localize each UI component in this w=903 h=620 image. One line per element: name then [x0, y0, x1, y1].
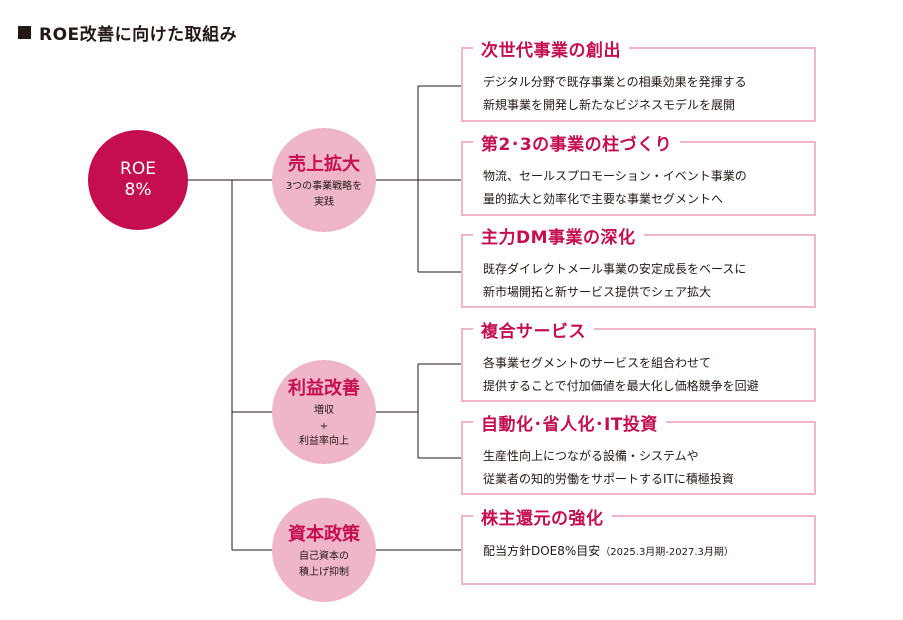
initiative-text: 各事業セグメントのサービスを組合わせて 提供することで付加価値を最大化し価格競争…	[483, 356, 759, 393]
initiative-heading: 第2･3の事業の柱づくり	[473, 130, 681, 155]
roe-value: 8%	[124, 180, 152, 200]
category-capital-policy: 資本政策 自己資本の 積上げ抑制	[272, 498, 376, 602]
initiative-box: 複合サービス 各事業セグメントのサービスを組合わせて 提供することで付加価値を最…	[461, 317, 816, 402]
initiative-box: 次世代事業の創出 デジタル分野で既存事業との相乗効果を発揮する 新規事業を開発し…	[461, 36, 816, 122]
category-subtext: 自己資本の 積上げ抑制	[299, 551, 349, 578]
initiative-heading: 自動化･省人化･IT投資	[473, 410, 666, 435]
page-title: ROE改善に向けた取組み	[18, 20, 237, 45]
category-subtext: 増収 + 利益率向上	[299, 405, 349, 448]
category-name: 利益改善	[288, 378, 360, 400]
initiative-text-note: （2025.3月期-2027.3月期）	[600, 547, 734, 558]
initiative-text: 既存ダイレクトメール事業の安定成長をベースに 新市場開拓と新サービス提供でシェア…	[483, 262, 747, 299]
square-bullet-icon	[18, 26, 31, 39]
initiative-heading: 株主還元の強化	[473, 504, 612, 529]
initiative-heading: 主力DM事業の深化	[473, 223, 644, 248]
initiative-text: 生産性向上につながる設備・システムや 従業者の知的労働をサポートするITに積極投…	[483, 449, 734, 486]
initiative-heading: 複合サービス	[473, 317, 594, 342]
category-profit-improvement: 利益改善 増収 + 利益率向上	[272, 360, 376, 464]
initiative-text: 配当方針DOE8%目安（2025.3月期-2027.3月期）	[483, 540, 808, 564]
category-sales-growth: 売上拡大 3つの事業戦略を 実践	[272, 128, 376, 232]
initiative-box: 自動化･省人化･IT投資 生産性向上につながる設備・システムや 従業者の知的労働…	[461, 410, 816, 495]
initiative-text: 物流、セールスプロモーション・イベント事業の 量的拡大と効率化で主要な事業セグメ…	[483, 169, 747, 206]
category-subtext: 3つの事業戦略を 実践	[285, 181, 363, 208]
roe-label: ROE	[120, 158, 156, 179]
initiative-box: 主力DM事業の深化 既存ダイレクトメール事業の安定成長をベースに 新市場開拓と新…	[461, 223, 816, 308]
roe-circle: ROE 8%	[88, 130, 188, 230]
initiative-text-main: 配当方針DOE8%目安	[483, 544, 601, 558]
category-name: 資本政策	[288, 524, 360, 545]
initiative-text: デジタル分野で既存事業との相乗効果を発揮する 新規事業を開発し新たなビジネスモデ…	[483, 75, 747, 112]
initiative-heading: 次世代事業の創出	[473, 36, 629, 61]
category-name: 売上拡大	[288, 154, 360, 175]
initiative-box: 第2･3の事業の柱づくり 物流、セールスプロモーション・イベント事業の 量的拡大…	[461, 130, 816, 216]
initiative-box: 株主還元の強化 配当方針DOE8%目安（2025.3月期-2027.3月期）	[461, 504, 816, 585]
page-title-text: ROE改善に向けた取組み	[39, 25, 238, 45]
